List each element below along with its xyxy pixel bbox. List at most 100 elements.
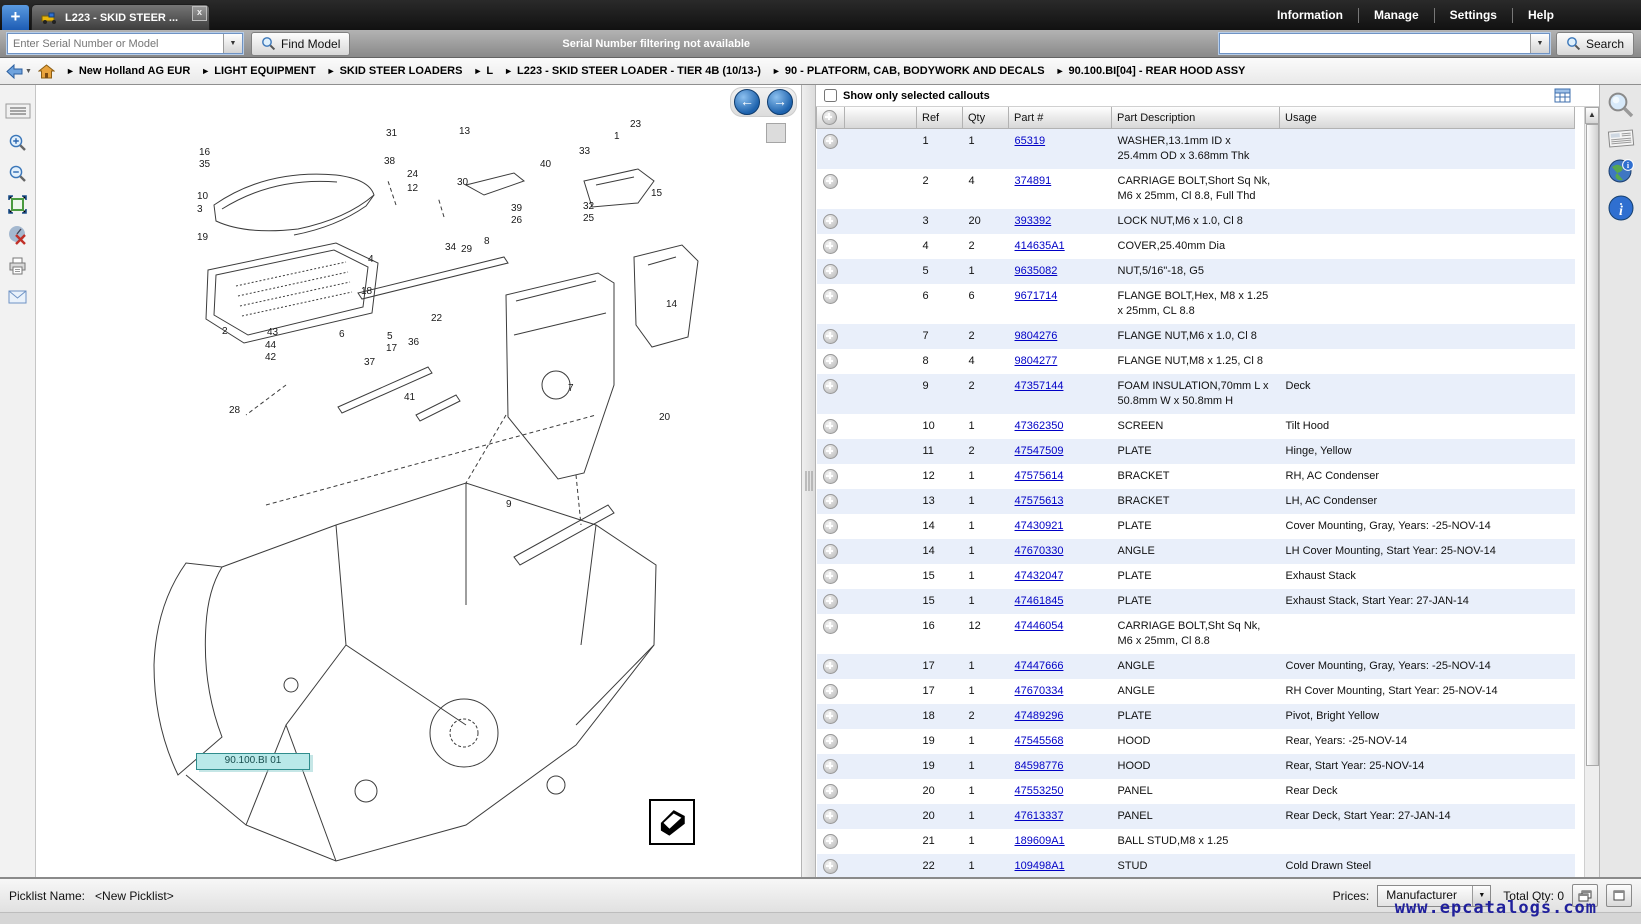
callout-43[interactable]: 43 bbox=[267, 327, 279, 338]
chevron-down-icon[interactable]: ▼ bbox=[1472, 885, 1491, 906]
callout-17[interactable]: 17 bbox=[386, 343, 398, 354]
part-link[interactable]: 47670330 bbox=[1014, 545, 1064, 557]
part-link[interactable]: 189609A1 bbox=[1014, 835, 1065, 847]
callout-39[interactable]: 39 bbox=[511, 203, 523, 214]
expand-row-icon[interactable] bbox=[822, 264, 838, 279]
callout-25[interactable]: 25 bbox=[583, 213, 595, 224]
part-link[interactable]: 47357144 bbox=[1014, 380, 1064, 392]
callout-37[interactable]: 37 bbox=[364, 357, 376, 368]
part-link[interactable]: 47547509 bbox=[1014, 445, 1064, 457]
breadcrumb-item-1[interactable]: ►LIGHT EQUIPMENT bbox=[201, 65, 315, 77]
part-link[interactable]: 9635082 bbox=[1014, 265, 1058, 277]
part-link[interactable]: 9804276 bbox=[1014, 330, 1058, 342]
callout-16[interactable]: 16 bbox=[199, 147, 211, 158]
menu-information[interactable]: Information bbox=[1276, 8, 1343, 22]
search-large-icon[interactable] bbox=[1607, 91, 1635, 119]
expand-row-icon[interactable] bbox=[822, 239, 838, 254]
picklist-value[interactable]: <New Picklist> bbox=[95, 888, 174, 903]
scroll-up-icon[interactable]: ▲ bbox=[1585, 107, 1599, 124]
chevron-down-icon[interactable]: ▼ bbox=[223, 34, 242, 53]
part-link[interactable]: 47446054 bbox=[1014, 620, 1064, 632]
zoom-in-icon[interactable] bbox=[5, 130, 31, 154]
callout-31[interactable]: 31 bbox=[386, 128, 398, 139]
part-link[interactable]: 47670334 bbox=[1014, 685, 1064, 697]
search-button[interactable]: Search bbox=[1555, 31, 1634, 56]
expand-row-icon[interactable] bbox=[822, 544, 838, 559]
callout-4[interactable]: 4 bbox=[368, 254, 374, 265]
maximize-button[interactable] bbox=[1606, 884, 1632, 907]
part-link[interactable]: 47553250 bbox=[1014, 785, 1064, 797]
expand-row-icon[interactable] bbox=[822, 134, 838, 149]
part-link[interactable]: 47362350 bbox=[1014, 420, 1064, 432]
back-arrow-icon[interactable] bbox=[6, 63, 23, 79]
callout-40[interactable]: 40 bbox=[540, 159, 552, 170]
header-description[interactable]: Part Description bbox=[1111, 107, 1280, 129]
callout-42[interactable]: 42 bbox=[265, 352, 277, 363]
menu-help[interactable]: Help bbox=[1527, 8, 1554, 22]
expand-row-icon[interactable] bbox=[822, 834, 838, 849]
callout-34[interactable]: 34 bbox=[445, 242, 457, 253]
search-input[interactable] bbox=[1219, 34, 1530, 53]
find-model-button[interactable]: Find Model bbox=[251, 31, 351, 56]
web-info-icon[interactable]: i bbox=[1607, 157, 1635, 185]
breadcrumb-item-2[interactable]: ►SKID STEER LOADERS bbox=[327, 65, 463, 77]
print-icon[interactable] bbox=[5, 254, 31, 278]
previous-figure-button[interactable]: ← bbox=[734, 89, 760, 115]
expand-row-icon[interactable] bbox=[822, 519, 838, 534]
header-ref[interactable]: Ref bbox=[916, 107, 963, 129]
part-link[interactable]: 47613337 bbox=[1014, 810, 1064, 822]
part-link[interactable]: 9671714 bbox=[1014, 290, 1058, 302]
callout-20[interactable]: 20 bbox=[659, 412, 671, 423]
expand-row-icon[interactable] bbox=[822, 594, 838, 609]
menu-settings[interactable]: Settings bbox=[1449, 8, 1497, 22]
callout-29[interactable]: 29 bbox=[461, 244, 473, 255]
menu-manage[interactable]: Manage bbox=[1373, 8, 1419, 22]
email-icon[interactable] bbox=[5, 285, 31, 309]
part-link[interactable]: 393392 bbox=[1014, 215, 1052, 227]
expand-row-icon[interactable] bbox=[822, 784, 838, 799]
expand-row-icon[interactable] bbox=[822, 329, 838, 344]
expand-row-icon[interactable] bbox=[822, 289, 838, 304]
home-icon[interactable] bbox=[37, 63, 55, 79]
cascade-windows-button[interactable] bbox=[1572, 884, 1598, 907]
expand-row-icon[interactable] bbox=[822, 809, 838, 824]
sheet-label[interactable]: 90.100.BI 01 bbox=[196, 753, 310, 770]
expand-row-icon[interactable] bbox=[822, 569, 838, 584]
expand-row-icon[interactable] bbox=[822, 444, 838, 459]
part-link[interactable]: 47430921 bbox=[1014, 520, 1064, 532]
part-link[interactable]: 47489296 bbox=[1014, 710, 1064, 722]
callout-22[interactable]: 22 bbox=[431, 313, 443, 324]
expand-row-icon[interactable] bbox=[822, 734, 838, 749]
callout-13[interactable]: 13 bbox=[459, 126, 471, 137]
callout-18[interactable]: 18 bbox=[361, 286, 373, 297]
callout-24[interactable]: 24 bbox=[407, 169, 419, 180]
header-usage[interactable]: Usage bbox=[1279, 107, 1575, 129]
table-settings-icon[interactable] bbox=[1554, 88, 1571, 103]
callout-2[interactable]: 2 bbox=[222, 326, 228, 337]
panel-grip-icon[interactable] bbox=[5, 99, 31, 123]
deselect-pointer-icon[interactable] bbox=[5, 223, 31, 247]
part-link[interactable]: 109498A1 bbox=[1014, 860, 1065, 872]
callout-41[interactable]: 41 bbox=[404, 392, 416, 403]
info-icon[interactable]: i bbox=[1607, 194, 1635, 222]
expand-row-icon[interactable] bbox=[822, 469, 838, 484]
callout-8[interactable]: 8 bbox=[484, 236, 490, 247]
breadcrumb-item-3[interactable]: ►L bbox=[473, 65, 493, 77]
callout-23[interactable]: 23 bbox=[630, 119, 642, 130]
part-link[interactable]: 47432047 bbox=[1014, 570, 1064, 582]
